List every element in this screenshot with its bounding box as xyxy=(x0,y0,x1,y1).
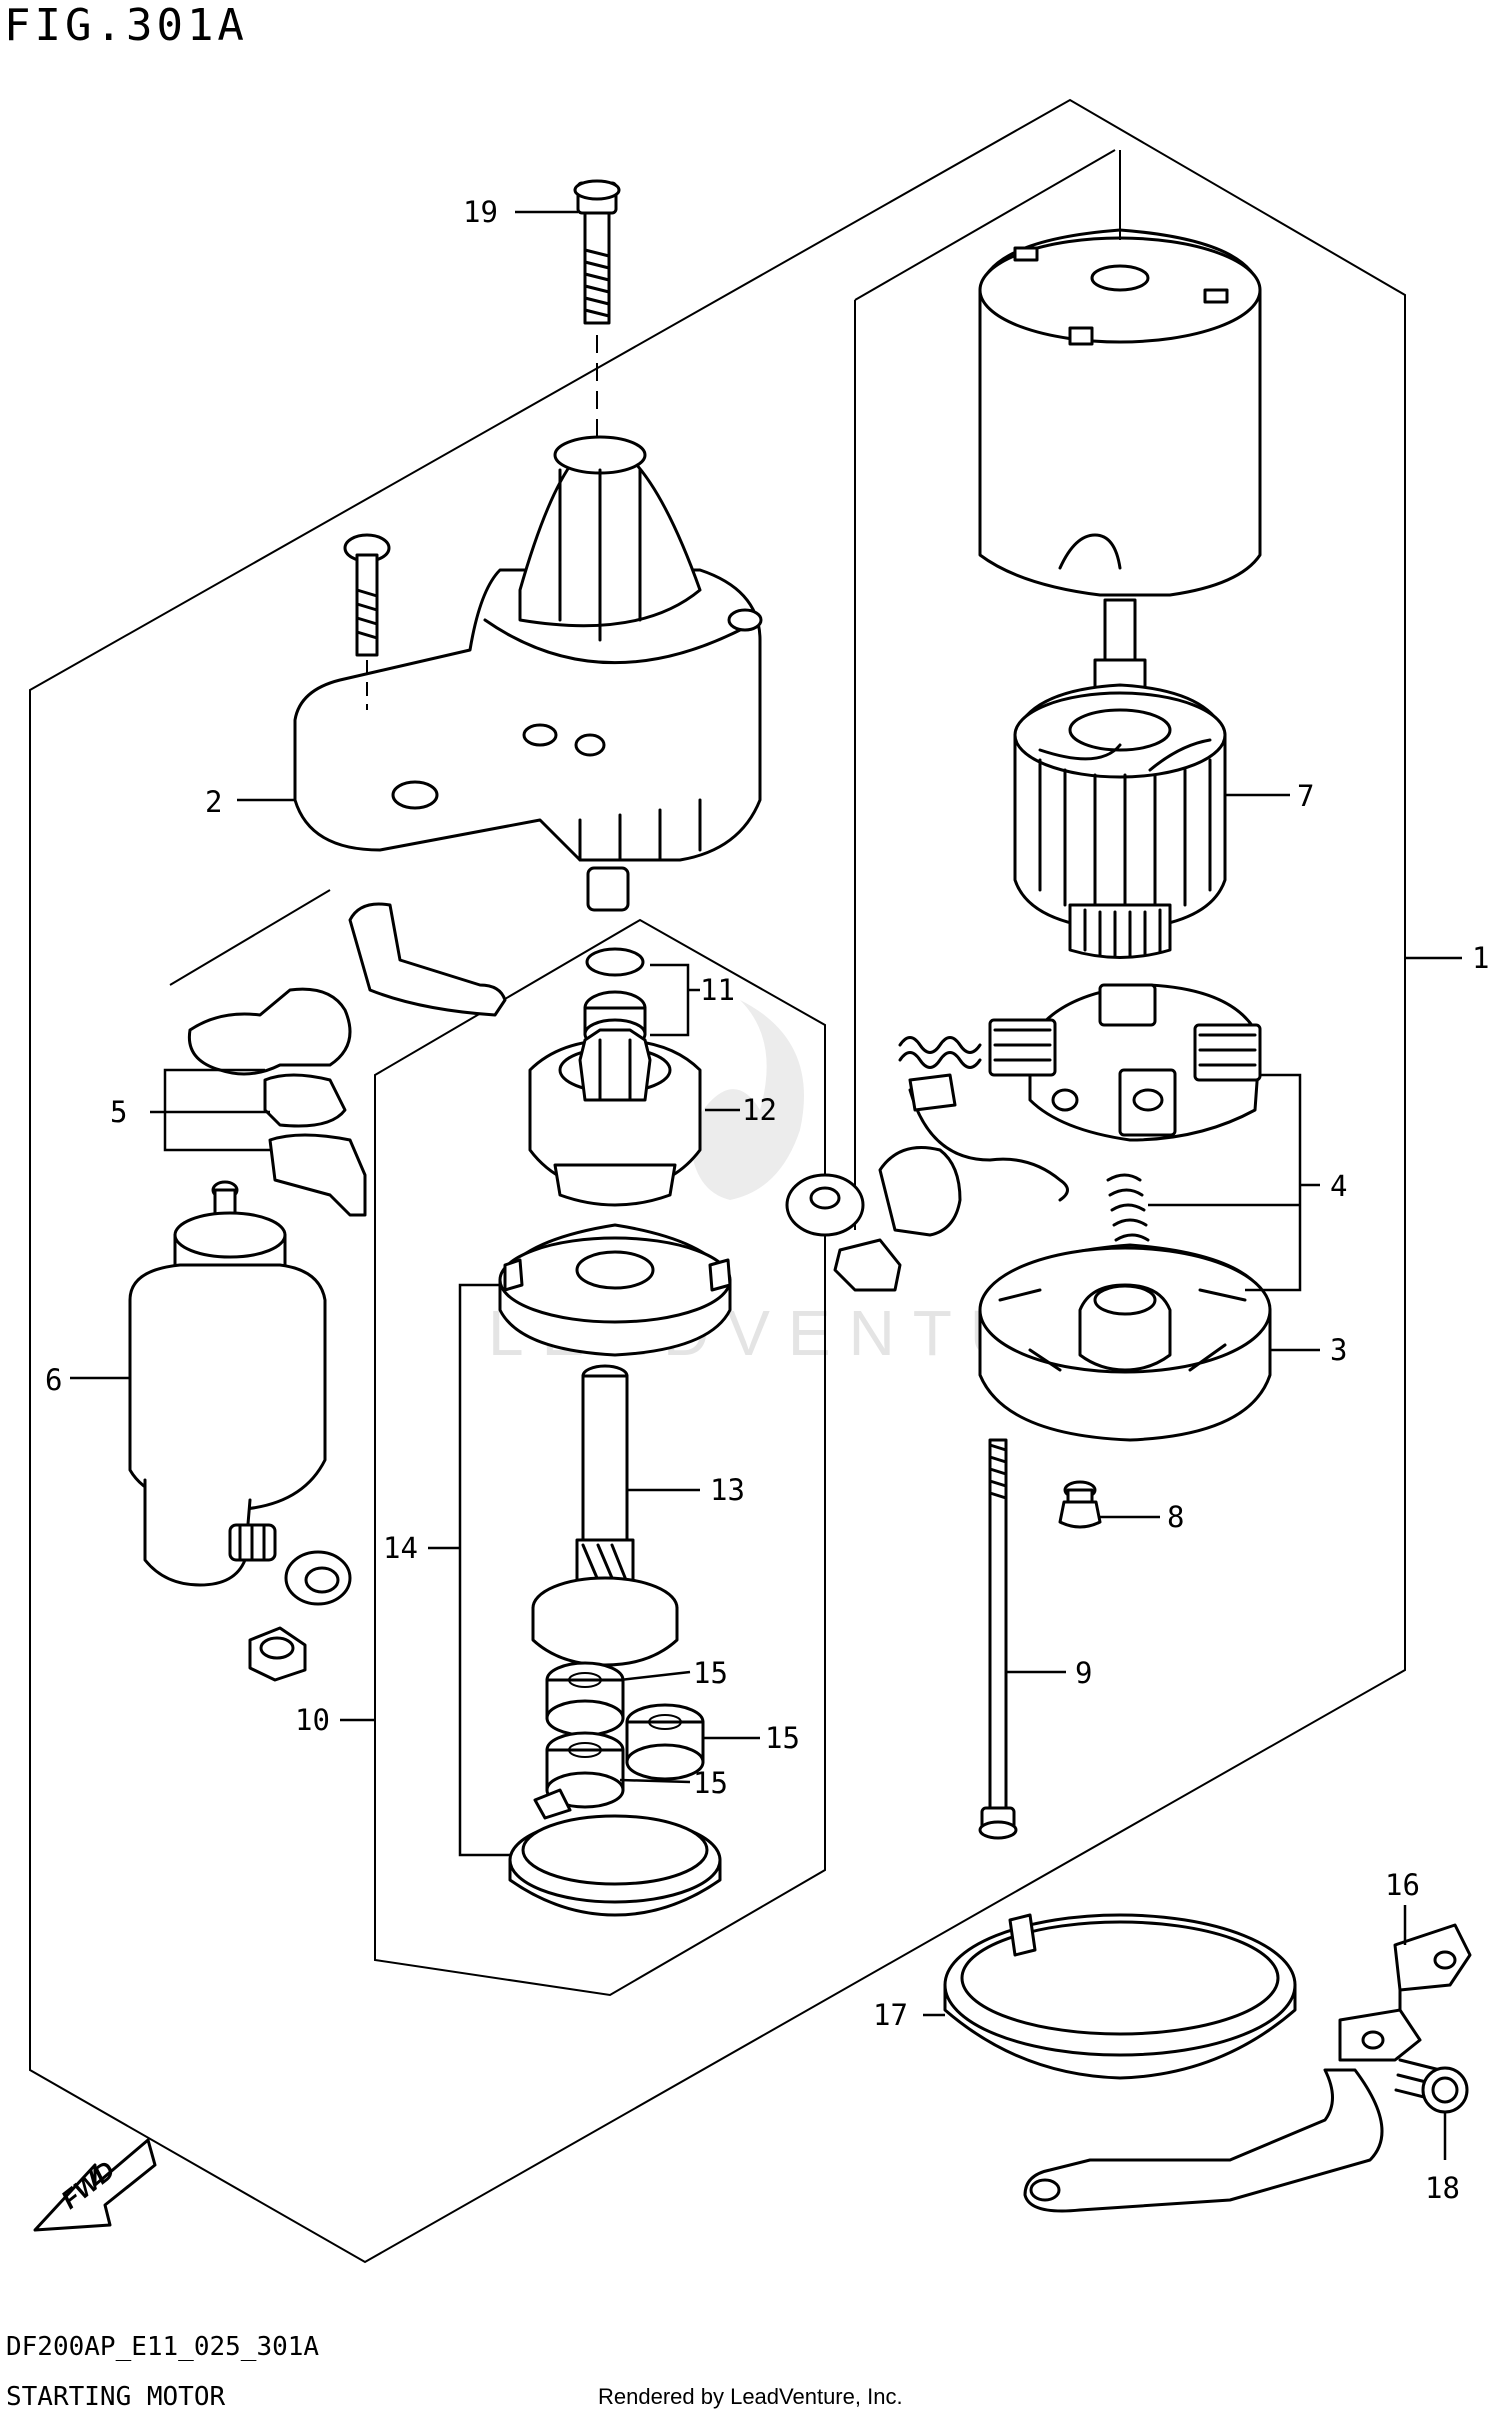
callout-2: 2 xyxy=(205,785,222,819)
callout-1: 1 xyxy=(1472,941,1489,975)
callout-17: 17 xyxy=(873,1998,908,2032)
drive-assembly-outline xyxy=(374,918,826,1997)
callout-18: 18 xyxy=(1425,2171,1460,2205)
part-17-mounting-band xyxy=(943,1913,1384,2213)
part-4-brush-holder xyxy=(988,983,1262,1142)
callout-14: 14 xyxy=(383,1531,418,1565)
callout-3: 3 xyxy=(1330,1333,1347,1367)
callout-8: 8 xyxy=(1167,1500,1184,1534)
part-2-screw xyxy=(343,533,391,657)
part-13-pinion-shaft xyxy=(531,1364,679,1667)
callouts: 19 2 11 12 5 6 14 10 13 15 15 xyxy=(45,195,1489,2205)
part-9-through-bolt xyxy=(978,1438,1018,1840)
callout-12: 12 xyxy=(742,1093,777,1127)
part-19-bolt xyxy=(573,179,621,325)
housing-bushing xyxy=(586,866,630,912)
callout-15a: 15 xyxy=(693,1656,728,1690)
part-5-shift-lever xyxy=(187,902,507,1217)
fwd-arrow: FWD xyxy=(33,2138,157,2232)
callout-13: 13 xyxy=(710,1473,745,1507)
part-4-brush-spring-b xyxy=(1106,1173,1152,1257)
part-15-planet-gear-a xyxy=(545,1661,625,1737)
callout-6: 6 xyxy=(45,1363,62,1397)
solenoid-nut-a xyxy=(284,1550,352,1606)
part-4-brush-spring-a xyxy=(898,1036,982,1069)
part-14-ring-gear xyxy=(508,1788,722,1917)
part-16-clamp-bracket xyxy=(1338,1923,1472,2062)
part-15-planet-gear-c xyxy=(545,1731,625,1809)
callout-15b: 15 xyxy=(765,1721,800,1755)
callout-4: 4 xyxy=(1330,1169,1347,1203)
diagram-name: STARTING MOTOR xyxy=(6,2382,226,2412)
callout-5: 5 xyxy=(110,1095,127,1129)
part-2-gear-housing xyxy=(293,435,763,862)
clutch-bracket-outline xyxy=(169,889,331,986)
diagram-code: DF200AP_E11_025_301A xyxy=(6,2332,320,2362)
part-14-clutch-housing xyxy=(498,1223,732,1357)
part-4-brush-lead xyxy=(785,1073,1069,1292)
callout-11: 11 xyxy=(700,973,735,1007)
callout-9: 9 xyxy=(1075,1656,1092,1690)
part-7-armature xyxy=(1013,598,1227,959)
callout-7: 7 xyxy=(1297,779,1314,813)
part-6-solenoid xyxy=(128,1180,327,1587)
part-1-yoke xyxy=(978,228,1262,597)
solenoid-nut-b xyxy=(248,1626,307,1682)
part-18-bolt xyxy=(1394,2058,1469,2114)
part-8-screw xyxy=(1058,1480,1102,1529)
part-15-planet-gear-b xyxy=(625,1703,705,1781)
callout-15c: 15 xyxy=(693,1766,728,1800)
part-12-pinion-clutch xyxy=(528,1028,702,1207)
render-credit: Rendered by LeadVenture, Inc. xyxy=(598,2384,903,2409)
figure-title: FIG.301A xyxy=(4,0,248,51)
motor-group-outline xyxy=(854,149,1116,301)
callout-10: 10 xyxy=(295,1703,330,1737)
part-3-end-cover xyxy=(978,1243,1272,1442)
callout-19: 19 xyxy=(463,195,498,229)
callout-16: 16 xyxy=(1385,1868,1420,1902)
